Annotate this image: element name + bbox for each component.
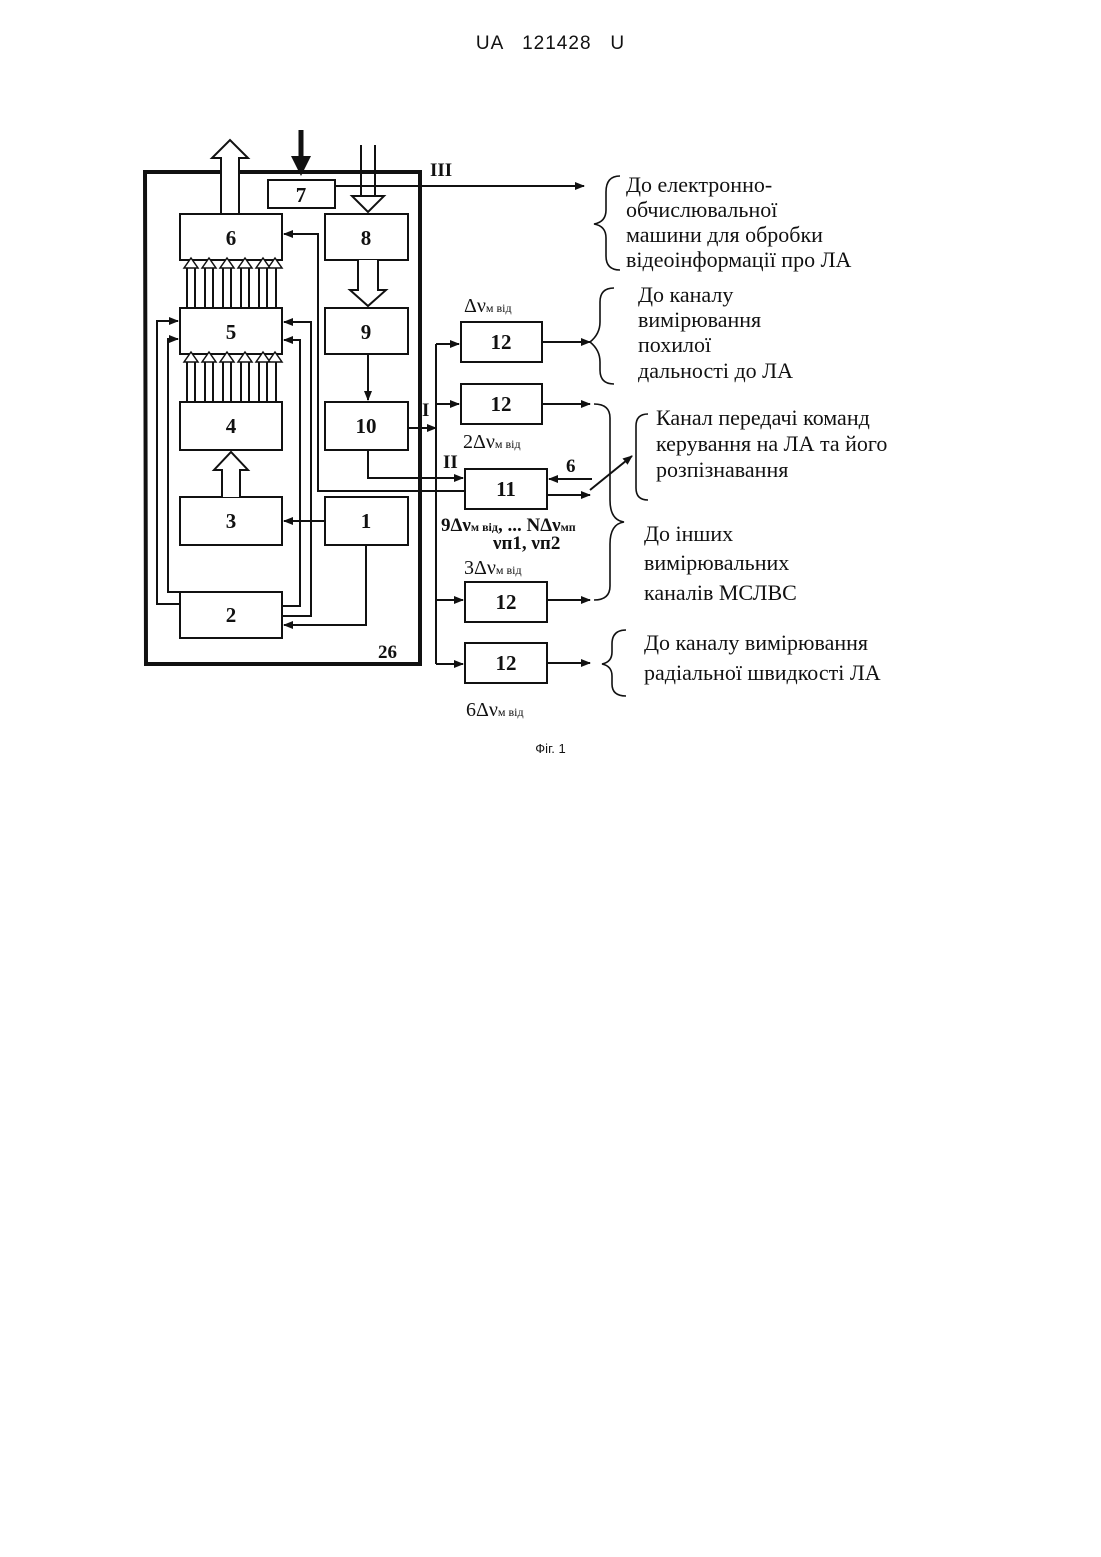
svg-text:похилої: похилої xyxy=(638,332,712,357)
svg-text:11: 11 xyxy=(496,477,516,501)
arrow-8-to-9 xyxy=(350,260,386,306)
svg-text:12: 12 xyxy=(491,330,512,354)
svg-text:12: 12 xyxy=(491,392,512,416)
brace-command xyxy=(636,414,648,500)
figure-caption: Фіг. 1 xyxy=(0,741,1101,756)
brace-computer xyxy=(594,176,620,270)
svg-text:4: 4 xyxy=(226,414,237,438)
annotation-command-channel: Канал передачі команд керування на ЛА та… xyxy=(656,405,887,482)
svg-text:керування на ЛА та його: керування на ЛА та його xyxy=(656,431,887,456)
freq-label-6: 6Δνм від xyxy=(466,699,524,721)
svg-text:3: 3 xyxy=(226,509,237,533)
bus-5-to-6 xyxy=(184,258,282,308)
svg-text:відеоінформації про ЛА: відеоінформації про ЛА xyxy=(626,247,851,272)
svg-text:12: 12 xyxy=(496,651,517,675)
freq-label-1: Δνм від xyxy=(464,295,512,317)
port-label-III: III xyxy=(430,160,452,181)
svg-text:До каналу вимірювання: До каналу вимірювання xyxy=(644,630,868,655)
svg-text:дальності до ЛА: дальності до ЛА xyxy=(638,358,793,383)
svg-text:радіальної швидкості ЛА: радіальної швидкості ЛА xyxy=(644,660,881,685)
arrow-3-to-4 xyxy=(214,452,248,497)
svg-text:машини для обробки: машини для обробки xyxy=(626,222,823,247)
annotation-computer: До електронно- обчислювальної машини для… xyxy=(626,172,851,272)
unit-label: 26 xyxy=(378,642,397,663)
svg-text:12: 12 xyxy=(496,590,517,614)
svg-text:Канал передачі команд: Канал передачі команд xyxy=(656,405,870,430)
svg-text:розпізнавання: розпізнавання xyxy=(656,457,788,482)
freq-label-n: νп1, νп2 xyxy=(492,533,560,554)
port-label-I: I xyxy=(422,400,429,421)
svg-text:9: 9 xyxy=(361,320,372,344)
input-arrow-8 xyxy=(352,196,384,212)
freq-label-2: 2Δνм від xyxy=(463,431,521,453)
svg-text:10: 10 xyxy=(356,414,377,438)
bus-4-to-5 xyxy=(184,352,282,402)
brace-range xyxy=(590,288,614,384)
svg-text:До електронно-: До електронно- xyxy=(626,172,772,197)
svg-text:каналів МСЛВС: каналів МСЛВС xyxy=(644,580,797,605)
annotation-velocity-channel: До каналу вимірювання радіальної швидкос… xyxy=(644,630,881,685)
port-label-6: 6 xyxy=(566,456,576,477)
annotation-other-channels: До інших вимірювальних каналів МСЛВС xyxy=(644,521,797,605)
freq-label-3: 3Δνм від xyxy=(464,557,522,579)
svg-text:обчислювальної: обчислювальної xyxy=(626,197,778,222)
brace-other xyxy=(594,404,624,600)
port-label-II: II xyxy=(443,452,458,473)
svg-text:8: 8 xyxy=(361,226,372,250)
svg-text:До каналу: До каналу xyxy=(638,282,733,307)
svg-text:7: 7 xyxy=(296,183,307,207)
svg-text:1: 1 xyxy=(361,509,372,533)
svg-text:вимірювання: вимірювання xyxy=(638,307,761,332)
svg-text:До інших: До інших xyxy=(644,521,733,546)
svg-text:вимірювальних: вимірювальних xyxy=(644,550,789,575)
svg-text:6: 6 xyxy=(226,226,237,250)
annotation-range-channel: До каналу вимірювання похилої дальності … xyxy=(638,282,793,383)
brace-velocity xyxy=(602,630,626,696)
svg-text:2: 2 xyxy=(226,603,237,627)
output-arrow-6 xyxy=(212,140,248,214)
block-diagram: 26 7 6 8 5 9 4 10 3 1 2 11 12 12 12 12 xyxy=(0,0,1101,760)
svg-text:5: 5 xyxy=(226,320,237,344)
